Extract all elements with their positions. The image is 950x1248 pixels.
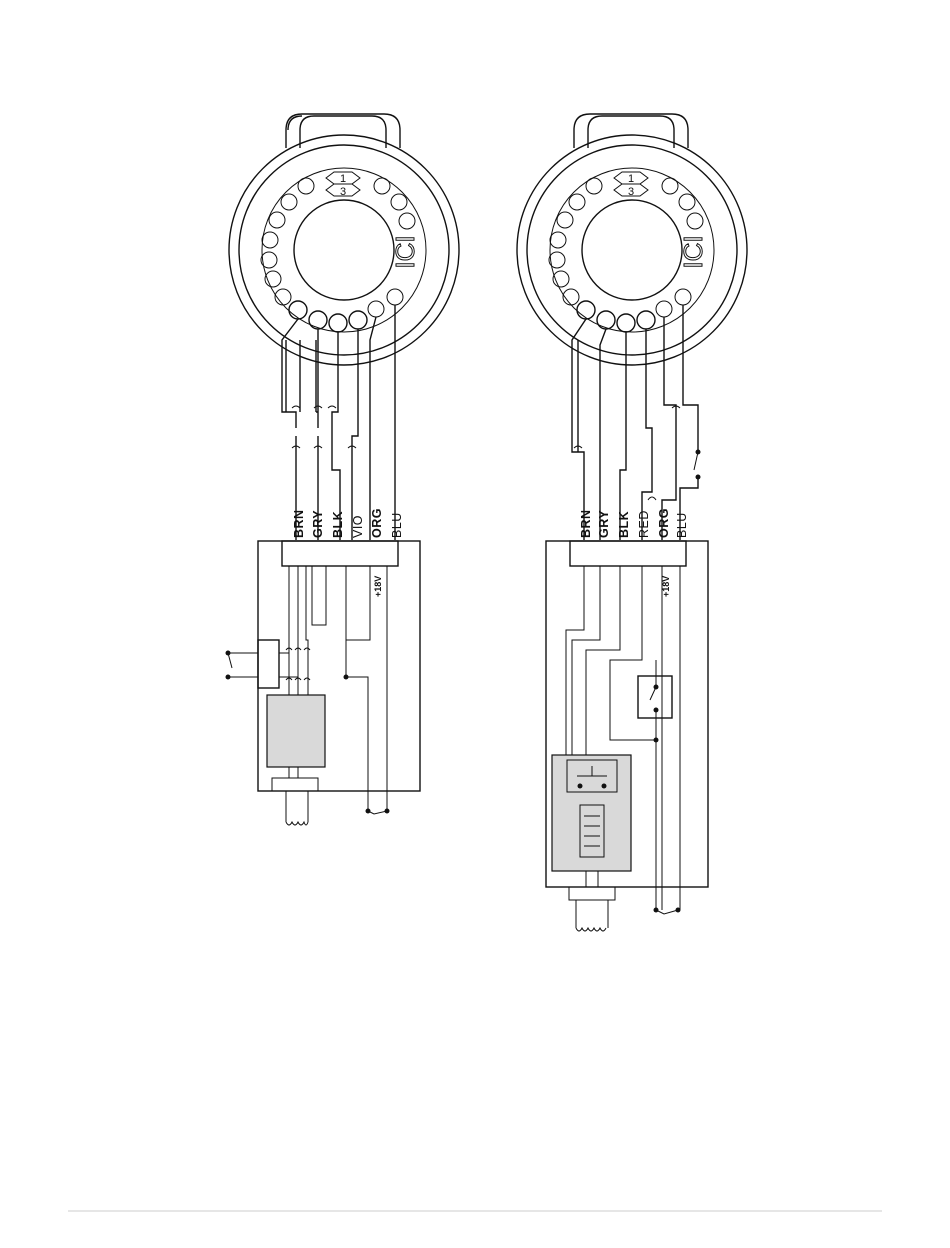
right-label-blk: BLK (617, 511, 631, 538)
right-label-red: RED (637, 510, 651, 538)
left-pin-1-label: 1 (340, 173, 346, 185)
left-key-marker: 1 3 (326, 172, 360, 198)
right-used-pins (577, 301, 655, 332)
left-label-blk: BLK (331, 511, 345, 538)
left-device: +18V (226, 541, 421, 825)
right-wires (572, 305, 701, 540)
right-label-org: ORG (657, 508, 671, 538)
right-label-brn: BRN (579, 509, 593, 538)
right-label-blu: BLU (675, 512, 689, 538)
right-label-gry: GRY (597, 510, 611, 538)
right-pin-1-label: 1 (628, 173, 634, 185)
left-voltage-label: +18V (373, 576, 383, 597)
left-used-pins (289, 301, 367, 332)
right-key-marker: 1 3 (614, 172, 648, 198)
left-connector: 1 3 ICI (229, 114, 459, 365)
right-connector-logo: ICI (678, 235, 708, 268)
left-label-vio: VIO (351, 515, 365, 538)
right-device: +18V (546, 541, 708, 931)
right-wire-labels: BRN GRY BLK RED ORG BLU (579, 508, 689, 538)
svg-text:ICI: ICI (390, 235, 420, 268)
left-wire-labels: BRN GRY BLK VIO ORG BLU (292, 508, 404, 538)
left-label-org: ORG (370, 508, 384, 538)
left-wires (282, 305, 395, 540)
left-label-brn: BRN (292, 509, 306, 538)
svg-text:ICI: ICI (678, 235, 708, 268)
right-pin-3-label: 3 (628, 186, 634, 198)
left-connector-logo: ICI (390, 235, 420, 268)
left-pin-3-label: 3 (340, 186, 346, 198)
left-label-blu: BLU (390, 512, 404, 538)
right-connector: 1 3 ICI (517, 114, 747, 365)
left-label-gry: GRY (311, 510, 325, 538)
